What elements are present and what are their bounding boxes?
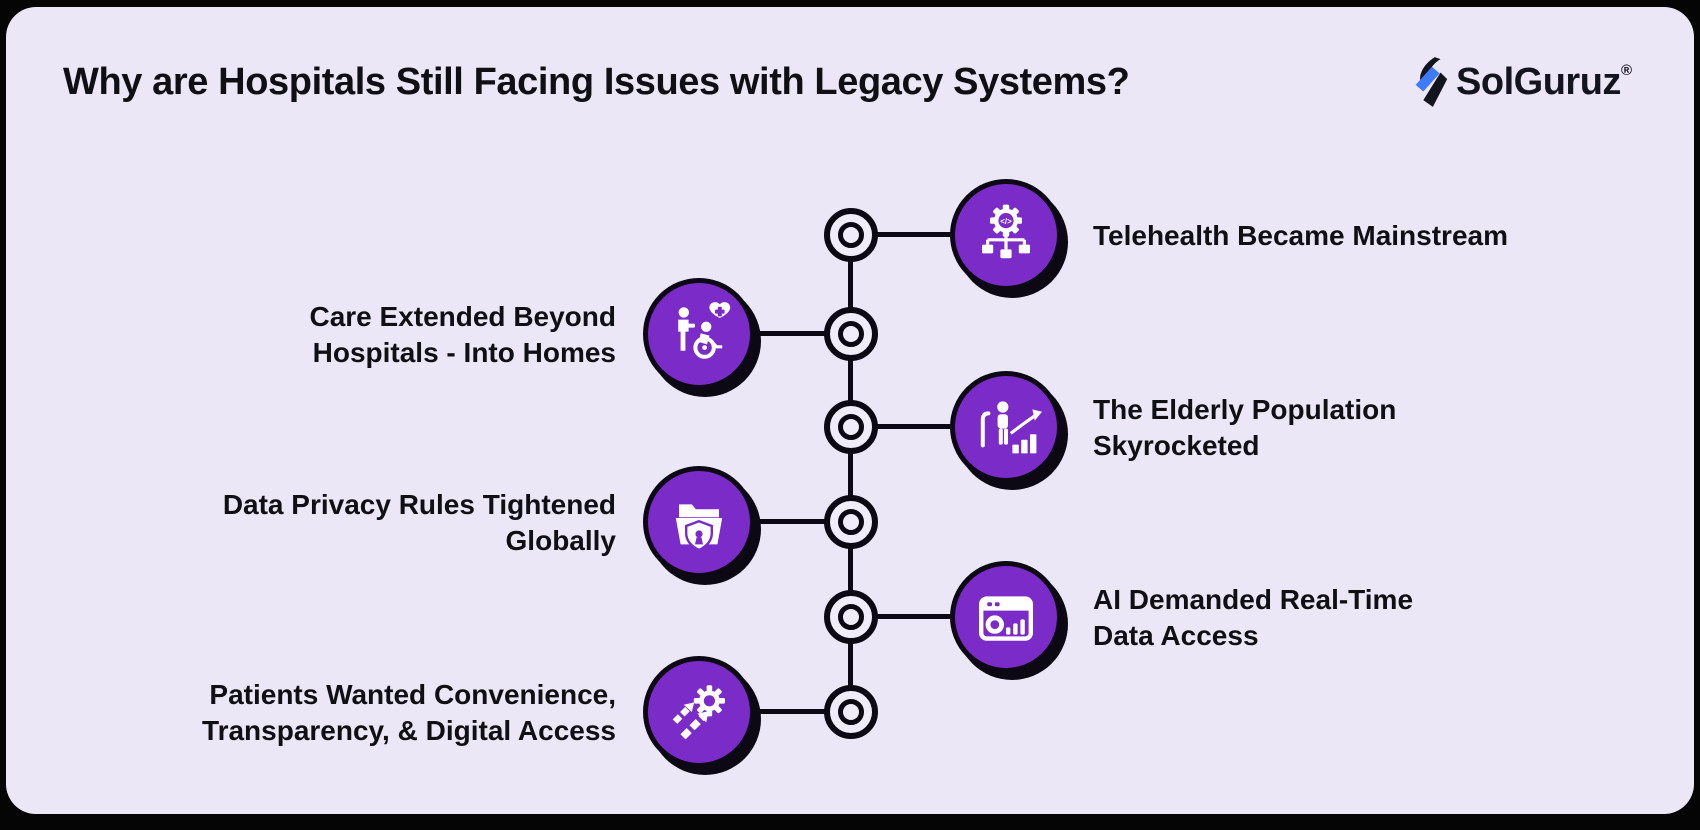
item-line: Data Access (1093, 620, 1259, 651)
timeline-node (824, 590, 878, 644)
ai-dashboard-icon (979, 596, 1033, 641)
connector-line (753, 709, 826, 714)
connector-line (876, 614, 952, 619)
timeline-item-label: Data Privacy Rules Tightened Globally (146, 487, 616, 559)
timeline-node-inner (838, 604, 864, 630)
timeline-item-label: AI Demanded Real-Time Data Access (1093, 582, 1613, 654)
item-line: Skyrocketed (1093, 430, 1260, 461)
item-line: AI Demanded Real-Time (1093, 584, 1414, 616)
item-line: Data Privacy Rules Tightened (222, 489, 616, 521)
elderly-population-icon-circle (950, 371, 1062, 483)
timeline-node (824, 685, 878, 739)
patient-experience-icon-circle (643, 656, 755, 768)
item-line: Globally (505, 525, 616, 556)
timeline-item-label: Telehealth Became Mainstream (1093, 218, 1613, 254)
home-care-icon (678, 302, 731, 359)
item-line: Telehealth Became Mainstream (1093, 220, 1508, 252)
item-line: Patients Wanted Convenience, (209, 679, 616, 711)
brand-logo: SolGuruz ® (1409, 55, 1632, 109)
data-privacy-icon-circle (643, 466, 755, 578)
page-title: Why are Hospitals Still Facing Issues wi… (63, 61, 1130, 103)
connector-line (753, 519, 826, 524)
svg-text:</>: </> (1000, 217, 1012, 226)
item-line: Hospitals - Into Homes (312, 337, 616, 368)
registered-mark: ® (1620, 61, 1632, 79)
connector-line (876, 424, 952, 429)
timeline-node-inner (838, 699, 864, 725)
data-privacy-icon (675, 504, 723, 552)
connector-line (753, 331, 826, 336)
elderly-population-icon (980, 401, 1042, 454)
telehealth-network-icon: </> (982, 204, 1030, 259)
timeline-node (824, 307, 878, 361)
timeline-node (824, 400, 878, 454)
item-line: The Elderly Population (1093, 394, 1397, 426)
brand-name: SolGuruz (1456, 60, 1621, 103)
patient-experience-icon (672, 685, 726, 740)
solguruz-logo-icon (1415, 57, 1448, 107)
timeline-spine (848, 235, 853, 712)
infographic-card: Why are Hospitals Still Facing Issues wi… (6, 7, 1694, 814)
ai-dashboard-icon-circle (950, 561, 1062, 673)
timeline-node (824, 208, 878, 262)
home-care-icon-circle (643, 278, 755, 390)
timeline-node-inner (838, 414, 864, 440)
timeline-node-inner (838, 509, 864, 535)
telehealth-icon-circle: </> (950, 179, 1062, 291)
timeline-item-label: The Elderly Population Skyrocketed (1093, 392, 1613, 464)
timeline-node-inner (838, 222, 864, 248)
timeline-item-label: Care Extended Beyond Hospitals - Into Ho… (146, 299, 616, 371)
timeline-node-inner (838, 321, 864, 347)
item-line: Transparency, & Digital Access (202, 715, 616, 746)
connector-line (876, 232, 952, 237)
item-line: Care Extended Beyond (309, 301, 616, 333)
timeline-item-label: Patients Wanted Convenience, Transparenc… (146, 677, 616, 749)
timeline-node (824, 495, 878, 549)
